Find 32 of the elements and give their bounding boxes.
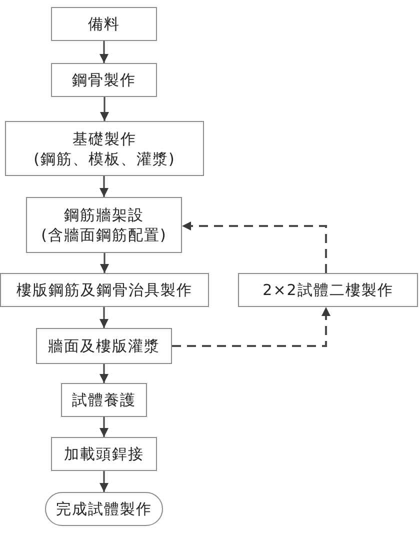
box-label: 牆面及樓版灌漿	[48, 336, 160, 356]
arrow	[100, 307, 108, 328]
process-box	[26, 197, 182, 253]
box-label: 備料	[88, 14, 120, 34]
process-box	[238, 273, 418, 307]
process-box	[5, 121, 204, 176]
box-label: 基礎製作	[72, 128, 136, 148]
process-box	[36, 328, 172, 364]
arrow	[100, 97, 109, 121]
box-label: 樓版鋼筋及鋼骨治具製作	[16, 280, 192, 300]
box-label: 鋼骨製作	[72, 70, 136, 90]
box-label: (鋼筋、模板、灌漿)	[34, 148, 176, 168]
box-label: (含牆面鋼筋配置)	[41, 225, 167, 245]
arrow	[100, 471, 108, 492]
box-label: 2×2試體二樓製作	[262, 280, 394, 300]
arrow	[100, 253, 109, 273]
terminal-box	[45, 492, 163, 526]
process-box	[61, 383, 147, 417]
process-box	[0, 273, 209, 307]
dashed-arrow	[182, 222, 327, 273]
dashed-arrow	[172, 307, 330, 347]
process-box	[51, 7, 157, 41]
process-box	[51, 437, 157, 471]
arrow	[100, 176, 108, 197]
box-label: 完成試體製作	[56, 499, 152, 519]
arrow	[100, 417, 108, 437]
arrow	[100, 41, 108, 63]
box-label: 鋼筋牆架設	[64, 205, 144, 225]
box-label: 試體養護	[72, 390, 136, 410]
arrow	[100, 364, 108, 383]
process-box	[51, 63, 157, 97]
box-label: 加載頭銲接	[64, 444, 144, 464]
